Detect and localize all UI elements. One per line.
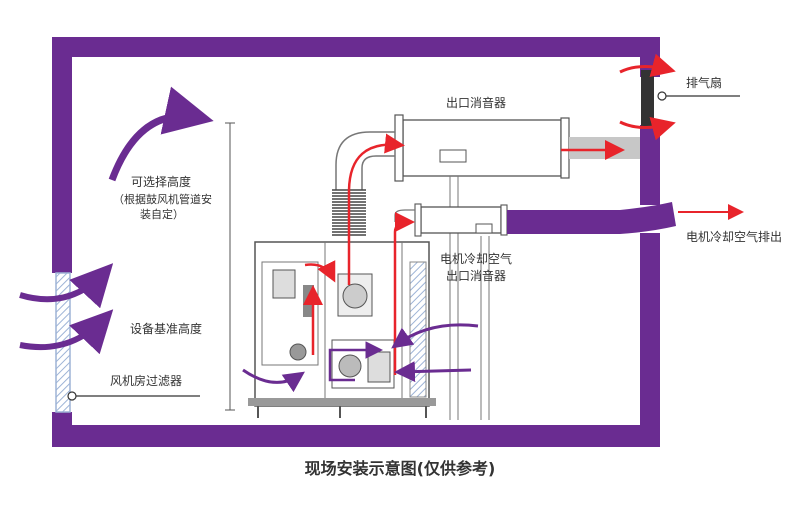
equipment-base-height-label: 设备基准高度 [130, 321, 202, 336]
exhaust-fan-arrows [619, 53, 676, 141]
exhaust-fan-label: 排气扇 [686, 75, 722, 90]
exhaust-duct [569, 137, 640, 159]
hot-air-flow [303, 133, 625, 375]
intake-flow [19, 86, 479, 393]
room-wall [52, 37, 660, 447]
blower-enclosure [248, 241, 436, 418]
selectable-height-note-line1: （根据鼓风机管道安 [113, 192, 212, 206]
room-filter-label: 风机房过滤器 [110, 373, 182, 388]
motor-cooling-silencer-label-line2: 出口消音器 [446, 268, 506, 283]
figure-caption: 现场安装示意图(仅供参考) [304, 459, 496, 478]
motor-cooling-duct [507, 202, 676, 234]
height-dimension [225, 122, 235, 411]
motor-cooling-silencer-label-line1: 电机冷却空气 [440, 251, 512, 266]
selectable-height-note-line2: 装自定） [140, 207, 184, 221]
outlet-silencer-label: 出口消音器 [446, 95, 506, 110]
selectable-height-label: 可选择高度 [131, 174, 191, 189]
motor-cooling-exhaust-label: 电机冷却空气排出 [686, 229, 782, 244]
elbow-pipe [335, 131, 395, 190]
motor-cooling-silencer [394, 203, 508, 420]
exhaust-fan [640, 70, 740, 128]
